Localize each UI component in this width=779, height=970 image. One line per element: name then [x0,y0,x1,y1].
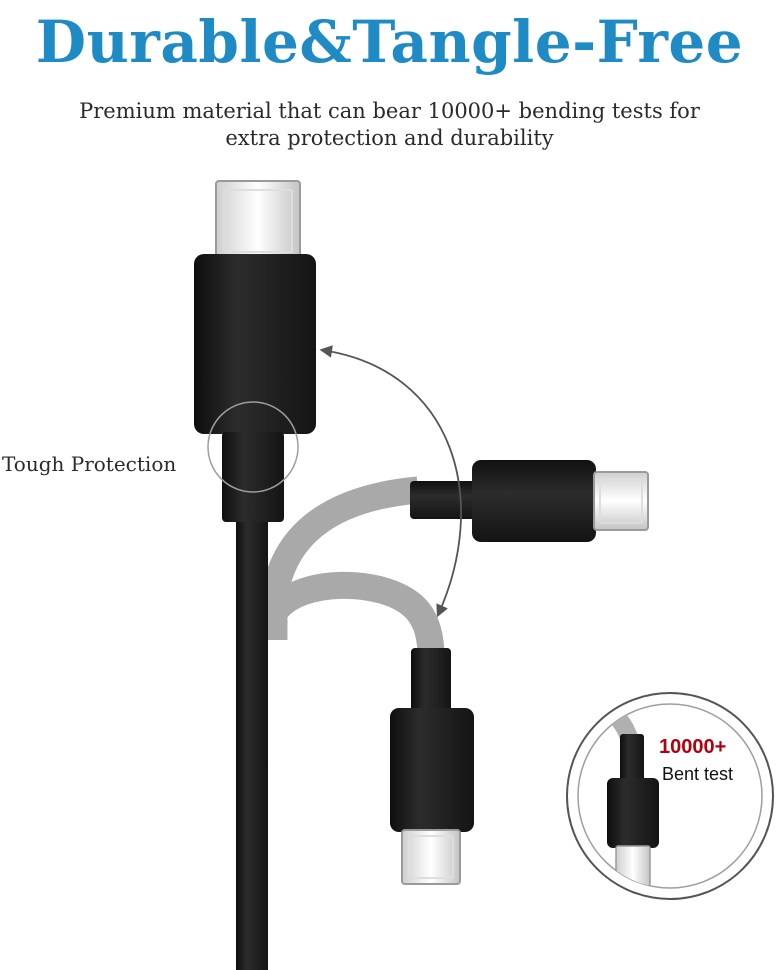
main-cable [236,515,268,970]
bent-test-caption: Bent test [662,764,734,784]
description: Premium material that can bear 10000+ be… [0,98,779,152]
bent-test-count: 10000+ [659,736,727,758]
usb-c-connector-icon [410,460,649,542]
usb-c-connector-icon [194,180,316,522]
headline: Durable&Tangle-Free [35,8,744,76]
bent-cable-lower [265,571,445,653]
bent-test-inset [566,692,774,900]
description-line-2: extra protection and durability [225,126,554,150]
curved-arrow-icon [319,345,462,618]
tough-protection-circle [207,401,299,493]
bent-cable-upper [260,476,420,640]
description-line-1: Premium material that can bear 10000+ be… [79,99,700,123]
usb-c-connector-icon [390,648,474,885]
tough-protection-label: Tough Protection [2,452,177,476]
